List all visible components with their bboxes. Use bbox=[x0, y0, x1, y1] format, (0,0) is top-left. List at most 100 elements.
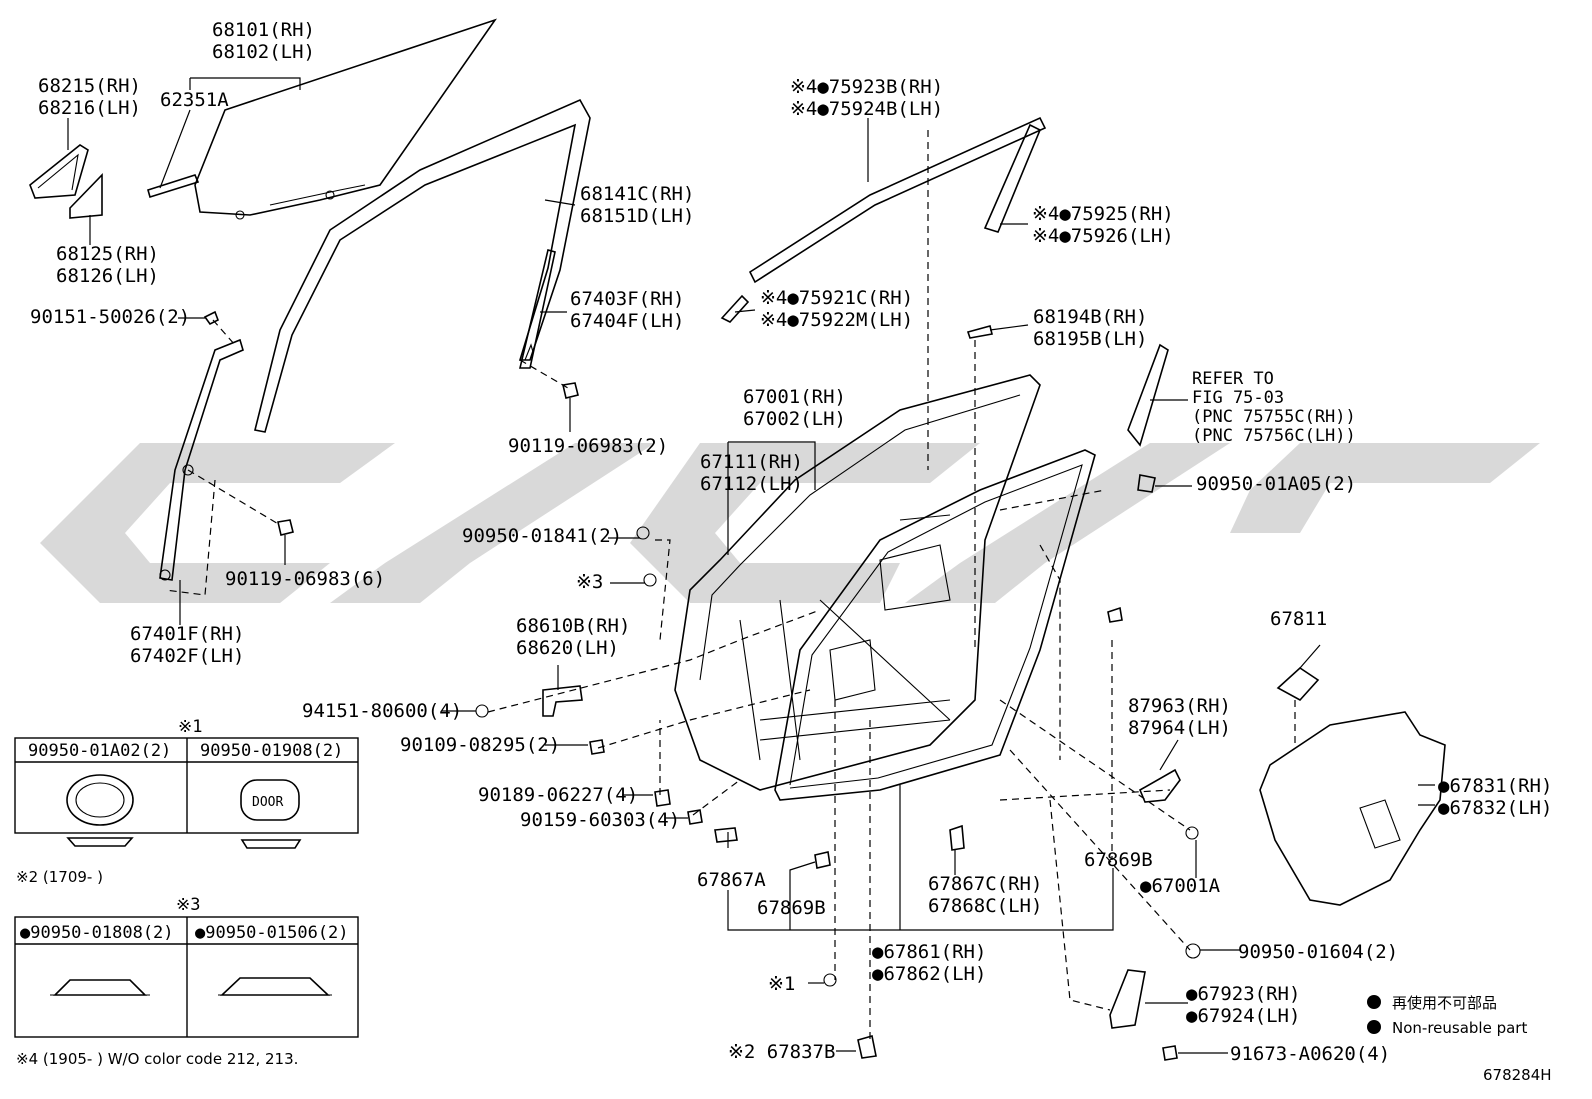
corner-piece bbox=[29, 144, 103, 219]
label-67868c: 67868C(LH) bbox=[928, 895, 1042, 917]
label-refer-to: REFER TO bbox=[1192, 369, 1274, 389]
label-67869b-right: 67869B bbox=[1084, 849, 1153, 871]
label-67403f: 67403F(RH) bbox=[570, 288, 684, 310]
label-67401f: 67401F(RH) bbox=[130, 623, 244, 645]
non-reusable-bullet-icon bbox=[1367, 995, 1381, 1009]
hinge-68610 bbox=[542, 685, 583, 717]
label-67112: 67112(LH) bbox=[700, 473, 803, 495]
label-ref3: ※3 bbox=[576, 571, 603, 593]
glass-channel bbox=[147, 174, 200, 199]
non-reusable-bullet-icon bbox=[1367, 1020, 1381, 1034]
inset-1-mark: ※1 bbox=[178, 717, 202, 737]
label-refer-pnc-rh: (PNC 75755C(RH)) bbox=[1192, 407, 1356, 427]
legend-en: Non-reusable part bbox=[1392, 1019, 1527, 1037]
label-75925: ※4●75925(RH) bbox=[1032, 203, 1174, 225]
part-labels: 68101(RH) 68102(LH) 68215(RH) 68216(LH) … bbox=[30, 19, 1552, 1065]
belt-molding bbox=[720, 116, 1047, 323]
inset-1-left-header: 90950-01A02(2) bbox=[28, 741, 171, 761]
rear-glass-run bbox=[518, 249, 556, 369]
label-90119-b: 90119-06983(6) bbox=[225, 568, 385, 590]
label-68215: 68215(RH) bbox=[38, 75, 141, 97]
inset-2-footnote: ※4 (1905- ) W/O color code 212, 213. bbox=[16, 1050, 298, 1068]
inset-1-right-header: 90950-01908(2) bbox=[200, 741, 343, 761]
front-glass-run bbox=[159, 338, 244, 581]
label-67811: 67811 bbox=[1270, 608, 1327, 630]
refer-molding bbox=[1127, 343, 1169, 447]
label-67869b-left: 67869B bbox=[757, 897, 826, 919]
label-75922m: ※4●75922M(LH) bbox=[760, 309, 913, 331]
label-90950-01a05: 90950-01A05(2) bbox=[1196, 473, 1356, 495]
label-68101: 68101(RH) bbox=[212, 19, 315, 41]
inset-1-footnote: ※2 (1709- ) bbox=[16, 868, 103, 886]
label-90151: 90151-50026(2) bbox=[30, 306, 190, 328]
door-glass bbox=[194, 18, 498, 220]
handle-87963 bbox=[1138, 768, 1181, 803]
label-67832: ●67832(LH) bbox=[1438, 797, 1552, 819]
clip-68194 bbox=[966, 325, 993, 339]
bolt-90119-a bbox=[562, 382, 579, 399]
guide-lines bbox=[487, 130, 1296, 1040]
label-67811 bbox=[1276, 666, 1320, 702]
label-90189: 90189-06227(4) bbox=[478, 784, 638, 806]
label-68194b: 68194B(RH) bbox=[1033, 306, 1147, 328]
label-68141c: 68141C(RH) bbox=[580, 183, 694, 205]
label-90950-01841: 90950-01841(2) bbox=[462, 525, 622, 547]
label-67111: 67111(RH) bbox=[700, 451, 803, 473]
label-67831: ●67831(RH) bbox=[1438, 775, 1552, 797]
handle-67923 bbox=[1109, 969, 1146, 1029]
label-68102: 68102(LH) bbox=[212, 41, 315, 63]
label-91673: 91673-A0620(4) bbox=[1230, 1043, 1390, 1065]
label-75926: ※4●75926(LH) bbox=[1032, 225, 1174, 247]
label-90109: 90109-08295(2) bbox=[400, 734, 560, 756]
guide-line bbox=[212, 319, 236, 346]
label-90950-01604: 90950-01604(2) bbox=[1238, 941, 1398, 963]
label-90119-a: 90119-06983(2) bbox=[508, 435, 668, 457]
legend-jp: 再使用不可部品 bbox=[1392, 994, 1497, 1012]
inset-2-left-header: ●90950-01808(2) bbox=[20, 923, 174, 943]
label-68125: 68125(RH) bbox=[56, 243, 159, 265]
fasteners bbox=[475, 474, 1201, 1061]
label-68126: 68126(LH) bbox=[56, 265, 159, 287]
label-62351a: 62351A bbox=[160, 89, 229, 111]
bolt-90119-b bbox=[277, 519, 294, 536]
label-ref1: ※1 bbox=[768, 973, 795, 995]
label-90159: 90159-60303(4) bbox=[520, 809, 680, 831]
label-67862: ●67862(LH) bbox=[872, 963, 986, 985]
label-75921c: ※4●75921C(RH) bbox=[760, 287, 913, 309]
label-67861: ●67861(RH) bbox=[872, 941, 986, 963]
label-67867a: 67867A bbox=[697, 869, 766, 891]
inset-2-right-header: ●90950-01506(2) bbox=[195, 923, 349, 943]
label-68216: 68216(LH) bbox=[38, 97, 141, 119]
label-87964: 87964(LH) bbox=[1128, 717, 1231, 739]
label-67923: ●67923(RH) bbox=[1186, 983, 1300, 1005]
label-refer-fig: FIG 75-03 bbox=[1192, 388, 1284, 408]
inset-2: ※3 ●90950-01808(2) ●90950-01506(2) ※4 (1… bbox=[14, 895, 359, 1068]
label-refer-pnc-lh: (PNC 75756C(LH)) bbox=[1192, 426, 1356, 446]
guide-line bbox=[164, 479, 216, 596]
label-94151: 94151-80600(4) bbox=[302, 700, 462, 722]
label-67001a: ●67001A bbox=[1140, 875, 1221, 897]
inset-1: ※1 90950-01A02(2) 90950-01908(2) DOOR ※2… bbox=[14, 717, 359, 886]
label-75924b: ※4●75924B(LH) bbox=[790, 98, 943, 120]
label-67002: 67002(LH) bbox=[743, 408, 846, 430]
label-68151d: 68151D(LH) bbox=[580, 205, 694, 227]
bolt-90151 bbox=[203, 310, 220, 326]
legend: 再使用不可部品 Non-reusable part 678284H bbox=[1367, 994, 1552, 1084]
label-68195b: 68195B(LH) bbox=[1033, 328, 1147, 350]
door-weatherstrip bbox=[774, 449, 1096, 801]
inset-2-mark: ※3 bbox=[176, 895, 200, 915]
label-68620: 68620(LH) bbox=[516, 637, 619, 659]
door-text: DOOR bbox=[252, 795, 283, 810]
label-87963: 87963(RH) bbox=[1128, 695, 1231, 717]
figure-number: 678284H bbox=[1483, 1066, 1552, 1084]
door-panel bbox=[674, 374, 1041, 791]
label-75923b: ※4●75923B(RH) bbox=[790, 76, 943, 98]
guide-line bbox=[187, 469, 281, 526]
label-67867c: 67867C(RH) bbox=[928, 873, 1042, 895]
door-frame-weatherstrip bbox=[254, 98, 591, 433]
guide-line bbox=[519, 359, 569, 389]
label-67837b: ※2 67837B bbox=[728, 1041, 835, 1063]
label-67404f: 67404F(LH) bbox=[570, 310, 684, 332]
leader-lines bbox=[67, 77, 1435, 1054]
